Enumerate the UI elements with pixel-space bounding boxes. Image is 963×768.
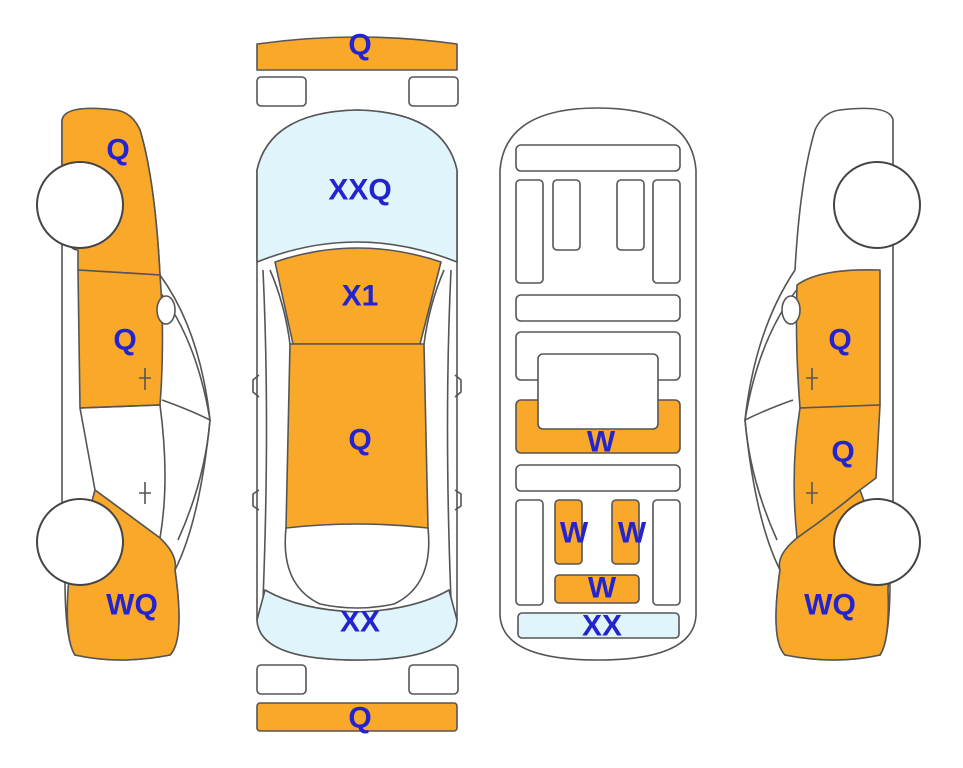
interior-trunk-panel[interactable] <box>517 612 680 639</box>
rear-bumper-label: Q <box>348 702 371 735</box>
right-headlight <box>408 76 459 107</box>
windshield-roof-front-panel[interactable] <box>274 247 442 345</box>
hood-label: XXQ <box>328 174 391 207</box>
left-rear-wheel <box>36 498 124 586</box>
center-console-box <box>537 353 659 430</box>
roof-label: Q <box>348 424 371 457</box>
hood-panel[interactable] <box>256 109 458 263</box>
interior-rear-center-label: W <box>588 572 617 605</box>
interior-rear-right-label: W <box>618 517 647 550</box>
right-mirror-side <box>781 295 801 325</box>
left-side-inner-line <box>161 399 211 421</box>
left-front-wheel <box>36 161 124 249</box>
left-mirror <box>252 374 260 398</box>
right-front-door-handle <box>806 368 818 390</box>
rear-right-door-panel <box>652 499 681 606</box>
console-bar <box>515 294 681 322</box>
right-rear-door-line <box>454 489 462 511</box>
right-rear-quarter-label: WQ <box>804 589 856 622</box>
damage-labels: Q XXQ X1 Q XX Q Q Q WQ W W W W XX Q Q WQ <box>106 29 856 735</box>
right-rear-door-label: Q <box>831 436 854 469</box>
interior-rear-left-panel[interactable] <box>554 499 583 565</box>
right-front-door-label: Q <box>828 324 851 357</box>
right-a-pillar <box>423 269 445 345</box>
right-rear-wheel <box>833 498 921 586</box>
roof-panel[interactable] <box>285 343 429 529</box>
interior-middle-label: W <box>587 426 616 459</box>
interior-rear-left-label: W <box>560 517 589 550</box>
front-right-seat <box>616 179 645 251</box>
rear-bumper-panel[interactable] <box>256 702 458 732</box>
interior-rear-center-panel[interactable] <box>554 574 640 604</box>
windshield-roof-front-label: X1 <box>342 280 379 313</box>
left-taillight <box>256 664 307 695</box>
right-side-inner-line <box>744 399 794 421</box>
left-rear-door-handle <box>139 482 151 504</box>
left-mirror-side <box>156 295 176 325</box>
left-side-view <box>36 107 211 661</box>
left-rear-door-line <box>252 489 260 511</box>
front-left-door-panel <box>515 179 544 284</box>
front-right-door-panel <box>652 179 681 284</box>
interior-rear-right-panel[interactable] <box>611 499 640 565</box>
left-front-door-handle <box>139 368 151 390</box>
left-front-door-label: Q <box>113 324 136 357</box>
front-left-seat <box>552 179 581 251</box>
interior-trunk-label: XX <box>582 610 622 643</box>
dashboard <box>515 144 681 172</box>
right-rear-door-handle <box>806 482 818 504</box>
right-body-side-line <box>446 269 452 601</box>
front-bumper-label: Q <box>348 29 371 62</box>
interior-view <box>499 107 697 661</box>
rear-window-label: XX <box>340 606 380 639</box>
right-mirror <box>454 374 462 398</box>
rear-glass-curve <box>284 527 430 609</box>
front-bumper-panel[interactable] <box>256 36 458 71</box>
rear-left-door-panel <box>515 499 544 606</box>
left-a-pillar <box>269 269 291 345</box>
left-headlight <box>256 76 307 107</box>
rear-bar <box>515 464 681 492</box>
left-body-side-line <box>262 269 268 601</box>
left-fender-label: Q <box>106 134 129 167</box>
right-side-view <box>744 107 921 661</box>
right-taillight <box>408 664 459 695</box>
right-front-wheel <box>833 161 921 249</box>
left-rear-quarter-label: WQ <box>106 589 158 622</box>
top-view-exterior <box>252 36 462 732</box>
rear-window-panel[interactable] <box>256 589 458 661</box>
